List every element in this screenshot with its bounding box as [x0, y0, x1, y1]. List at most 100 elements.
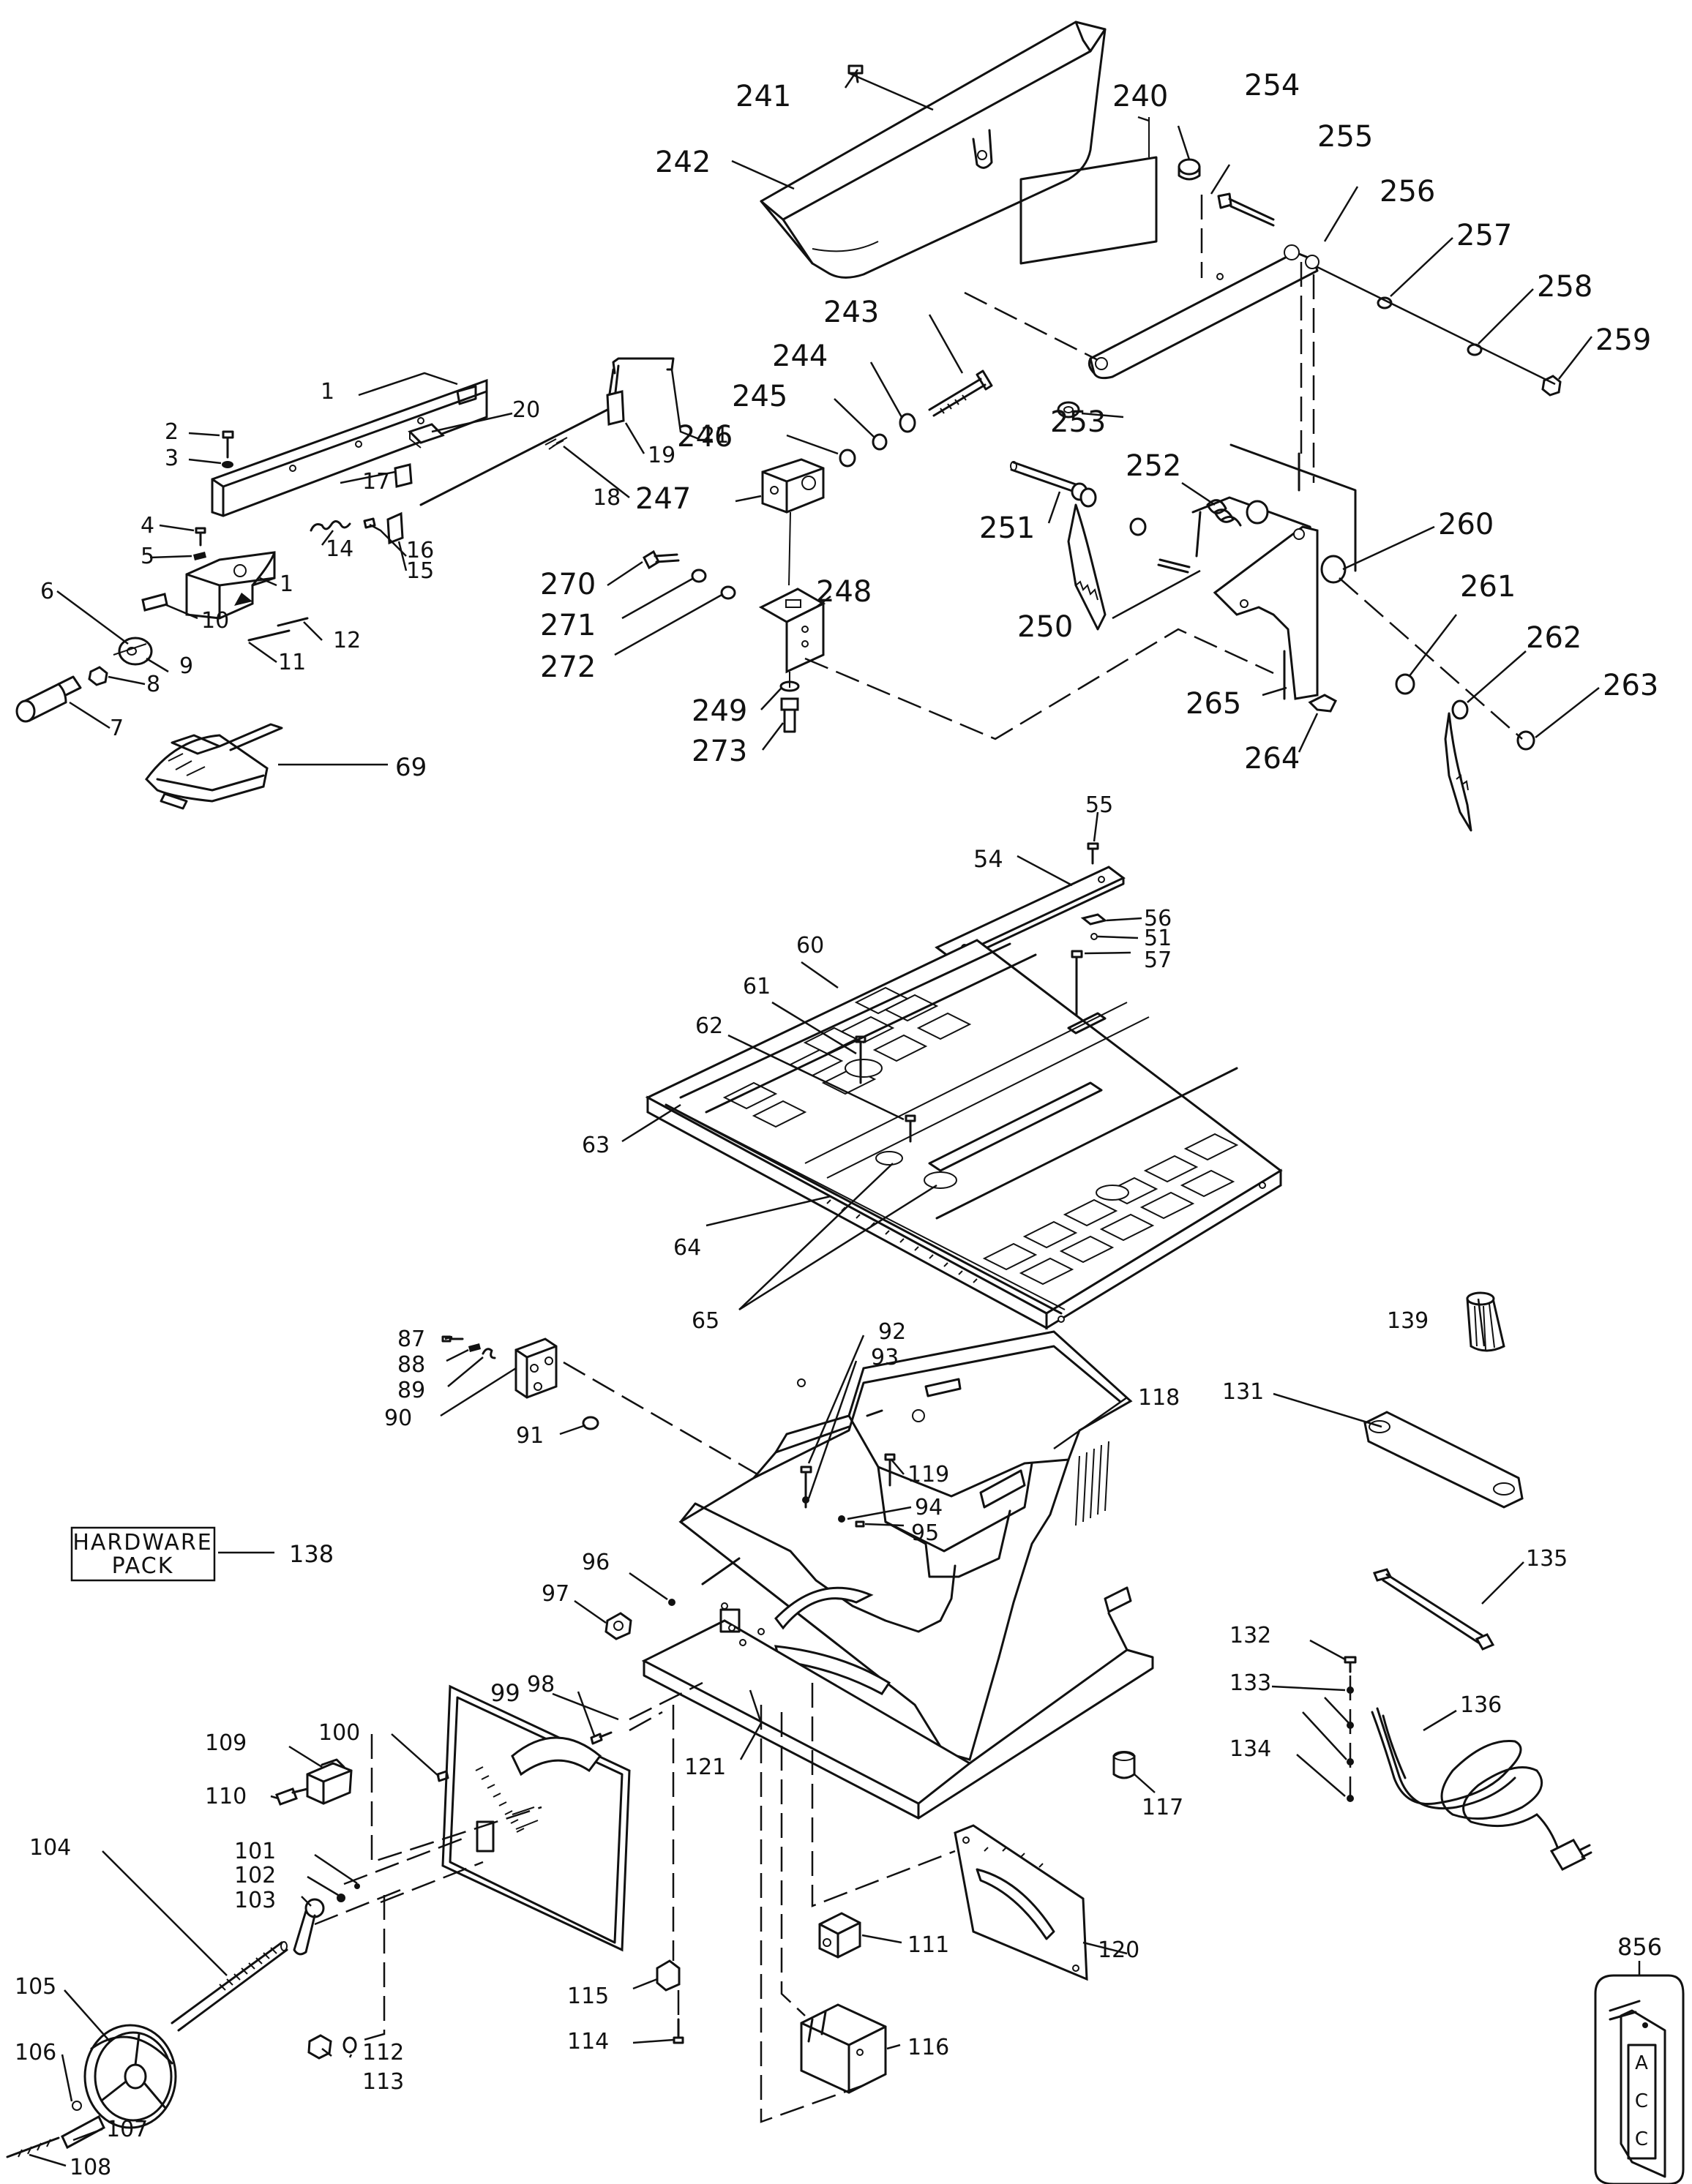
screw-62 — [905, 1114, 916, 1143]
label-93: 93 — [871, 1345, 899, 1370]
table-60 — [645, 939, 1283, 1330]
part-labels: 241 242 240 254 255 256 257 258 259 243 … — [15, 69, 1662, 2180]
label-135: 135 — [1526, 1546, 1568, 1572]
bolt-255 — [1217, 192, 1275, 227]
nut-8 — [88, 666, 108, 686]
screw-132 — [1344, 1656, 1357, 1673]
bolt-270 — [643, 549, 680, 570]
lockwasher-244 — [899, 413, 916, 433]
label-256: 256 — [1380, 175, 1435, 209]
spring-89 — [482, 1348, 496, 1359]
spring-252 — [1195, 499, 1242, 558]
label-7: 7 — [110, 716, 124, 741]
label-113: 113 — [362, 2069, 404, 2095]
nut-91 — [582, 1416, 599, 1430]
label-117: 117 — [1142, 1795, 1183, 1820]
switch-key-110 — [275, 1787, 309, 1806]
label-18: 18 — [593, 485, 621, 511]
label-264: 264 — [1244, 742, 1300, 776]
label-94: 94 — [915, 1495, 943, 1520]
label-112: 112 — [362, 2040, 404, 2065]
rod-18 — [419, 408, 609, 506]
grommet-97 — [604, 1612, 632, 1640]
label-243: 243 — [823, 296, 879, 329]
label-258: 258 — [1537, 270, 1592, 304]
label-260: 260 — [1438, 508, 1494, 541]
clip-20 — [408, 423, 445, 444]
bracket-17 — [394, 463, 413, 488]
washer-101 — [354, 1883, 360, 1889]
screw-100 — [436, 1770, 449, 1782]
label-270: 270 — [540, 568, 596, 601]
cover-116 — [800, 2003, 887, 2094]
label-120: 120 — [1098, 1937, 1139, 1963]
wing-nut-264 — [1308, 694, 1337, 713]
label-121: 121 — [684, 1755, 726, 1780]
label-241: 241 — [735, 80, 791, 113]
base-cabinet-118 — [641, 1330, 1154, 1820]
washer-271 — [691, 568, 707, 583]
label-10: 10 — [201, 608, 229, 634]
cap-254 — [1178, 158, 1201, 181]
label-259: 259 — [1595, 323, 1651, 357]
bracket-19 — [606, 390, 625, 426]
pin-12 — [277, 617, 309, 627]
washer-245 — [872, 433, 888, 451]
label-261: 261 — [1460, 570, 1516, 604]
label-247: 247 — [635, 482, 691, 516]
label-104: 104 — [29, 1835, 71, 1861]
acc-letter-c1: C — [1635, 2090, 1648, 2112]
screw-2 — [222, 430, 234, 459]
label-111: 111 — [907, 1932, 949, 1958]
label-69: 69 — [395, 753, 427, 782]
bracket-248 — [758, 588, 826, 674]
label-95: 95 — [911, 1520, 939, 1546]
support-arm-256 — [1088, 244, 1319, 380]
label-8: 8 — [146, 672, 160, 697]
label-90: 90 — [384, 1406, 412, 1431]
washer-88 — [468, 1343, 481, 1352]
nut-263 — [1516, 730, 1535, 751]
label-248: 248 — [816, 575, 872, 609]
washer-246 — [839, 449, 856, 468]
blade-guard-group — [643, 20, 1562, 832]
label-19: 19 — [648, 443, 675, 468]
label-87: 87 — [397, 1326, 425, 1352]
label-273: 273 — [692, 735, 747, 768]
handle-107 — [61, 2114, 105, 2150]
label-12: 12 — [333, 628, 361, 653]
hardware-pack-line1: HARDWARE — [72, 1530, 212, 1556]
label-272: 272 — [540, 650, 596, 684]
label-240: 240 — [1112, 80, 1168, 113]
nut-113 — [307, 2034, 332, 2060]
clip-115 — [656, 1959, 681, 1992]
label-3: 3 — [165, 446, 179, 471]
handle-7 — [15, 675, 82, 723]
screw-119 — [884, 1453, 896, 1487]
label-856: 856 — [1617, 1933, 1662, 1961]
label-132: 132 — [1229, 1623, 1271, 1648]
fence-head — [185, 551, 276, 620]
label-11: 11 — [278, 650, 306, 675]
washer-93 — [802, 1496, 809, 1504]
label-271: 271 — [540, 609, 596, 642]
wrench-131 — [1363, 1411, 1524, 1509]
washer-102 — [337, 1894, 345, 1902]
warning-label-240 — [1019, 156, 1158, 265]
label-252: 252 — [1126, 449, 1181, 483]
label-114: 114 — [567, 2029, 609, 2054]
label-14: 14 — [326, 536, 353, 562]
label-60: 60 — [796, 933, 824, 958]
label-253: 253 — [1050, 405, 1106, 439]
label-106: 106 — [15, 2040, 56, 2065]
label-101: 101 — [234, 1839, 276, 1864]
screw-87 — [441, 1335, 464, 1343]
label-56: 56 — [1144, 906, 1172, 931]
label-262: 262 — [1526, 621, 1581, 655]
label-65: 65 — [692, 1308, 719, 1334]
label-134: 134 — [1229, 1736, 1271, 1762]
label-139: 139 — [1387, 1308, 1429, 1334]
screw-114 — [673, 2018, 684, 2044]
label-89: 89 — [397, 1378, 425, 1403]
label-92: 92 — [878, 1319, 906, 1345]
